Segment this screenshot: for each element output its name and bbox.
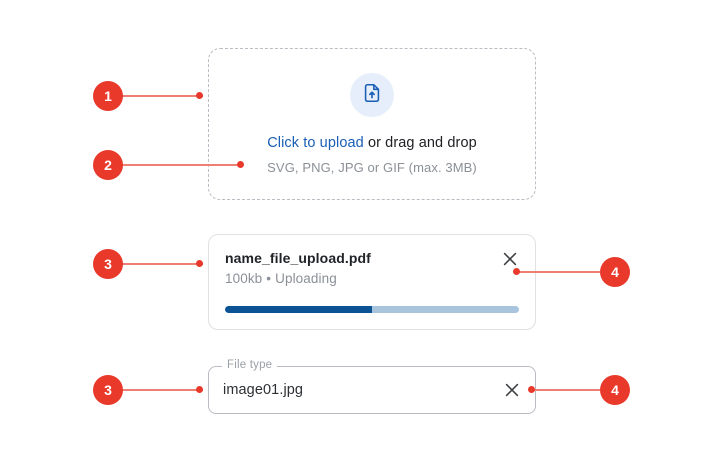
annotation-badge-3[interactable]: 3 [93, 249, 123, 279]
connector-dot-1 [196, 92, 203, 99]
connector-1 [121, 95, 203, 97]
connector-dot-3 [196, 260, 203, 267]
connector-dot-4 [513, 268, 520, 275]
annotation-badge-4[interactable]: 4 [600, 257, 630, 287]
connector-dot-6 [528, 386, 535, 393]
file-type-field[interactable]: File type [208, 359, 536, 414]
close-icon [501, 252, 519, 271]
file-upload-icon-badge [350, 73, 394, 117]
dropzone-title-rest: or drag and drop [363, 135, 477, 151]
annotation-badge-3-label: 3 [104, 256, 112, 272]
dropzone-hint: SVG, PNG, JPG or GIF (max. 3MB) [267, 160, 477, 175]
connector-6 [531, 389, 600, 391]
file-meta: 100kb•Uploading [225, 271, 371, 286]
connector-3 [121, 263, 203, 265]
file-card-remove-button[interactable] [501, 250, 519, 268]
annotation-badge-1[interactable]: 1 [93, 81, 123, 111]
file-name: name_file_upload.pdf [225, 250, 371, 266]
annotation-badge-5[interactable]: 3 [93, 375, 123, 405]
connector-dot-5 [196, 386, 203, 393]
annotation-badge-1-label: 1 [104, 88, 112, 104]
file-card-header: name_file_upload.pdf 100kb•Uploading [225, 250, 519, 286]
annotation-badge-6[interactable]: 4 [600, 375, 630, 405]
meta-separator: • [266, 271, 272, 286]
connector-2 [121, 164, 243, 166]
annotation-badge-6-label: 4 [611, 382, 619, 398]
upload-progress-track [225, 306, 519, 313]
connector-4 [516, 271, 600, 273]
connector-5 [121, 389, 203, 391]
click-to-upload-link[interactable]: Click to upload [267, 135, 364, 151]
annotation-badge-2-label: 2 [104, 157, 112, 173]
close-icon [503, 383, 521, 402]
file-card: name_file_upload.pdf 100kb•Uploading [208, 234, 536, 330]
file-type-field-label: File type [222, 359, 278, 372]
connector-dot-2 [237, 161, 244, 168]
annotation-badge-5-label: 3 [104, 382, 112, 398]
upload-progress-fill [225, 306, 372, 313]
file-type-input[interactable] [223, 382, 503, 398]
file-upload-icon [361, 82, 383, 109]
file-size: 100kb [225, 271, 263, 286]
file-dropzone[interactable]: Click to upload or drag and drop SVG, PN… [208, 48, 536, 200]
file-card-info: name_file_upload.pdf 100kb•Uploading [225, 250, 371, 286]
file-status: Uploading [275, 271, 337, 286]
annotation-badge-2[interactable]: 2 [93, 150, 123, 180]
dropzone-title: Click to upload or drag and drop [267, 135, 477, 151]
annotation-badge-4-label: 4 [611, 264, 619, 280]
file-type-field-clear-button[interactable] [503, 381, 521, 399]
